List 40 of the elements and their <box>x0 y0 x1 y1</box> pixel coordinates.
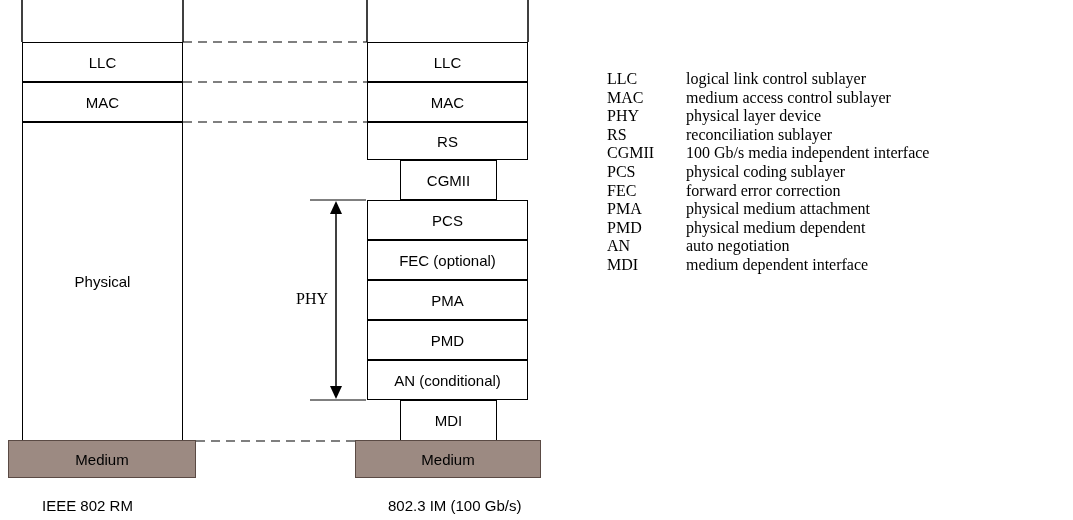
layer-box: PCS <box>367 200 528 240</box>
layer-box: MDI <box>400 400 497 441</box>
layer-box: LLC <box>22 42 183 82</box>
abbreviation: PCS <box>607 163 636 181</box>
abbreviation: PHY <box>607 107 639 126</box>
medium-block: Medium <box>355 440 541 478</box>
definition: physical medium dependent <box>686 218 866 237</box>
layer-box: FEC (optional) <box>367 240 528 280</box>
definition: forward error correction <box>686 181 841 200</box>
layer-box: LLC <box>367 42 528 82</box>
layer-box: MAC <box>367 82 528 122</box>
definition: 100 Gb/s media independent interface <box>686 144 930 163</box>
layer-box: RS <box>367 122 528 160</box>
abbreviation: LLC <box>607 70 638 88</box>
definition: reconciliation sublayer <box>686 125 833 144</box>
abbreviation: MAC <box>607 88 644 107</box>
medium-block: Medium <box>8 440 196 478</box>
abbreviation: RS <box>607 125 627 144</box>
definition: physical layer device <box>686 107 822 126</box>
layer-box: Physical <box>22 122 183 441</box>
layer-box: AN (conditional) <box>367 360 528 400</box>
definition: physical coding sublayer <box>686 163 846 181</box>
abbreviation: PMD <box>607 218 642 237</box>
stack-caption: IEEE 802 RM <box>42 497 133 514</box>
definition: physical medium attachment <box>686 200 870 219</box>
layer-box: CGMII <box>400 160 497 200</box>
abbreviation: FEC <box>607 181 637 200</box>
definition: logical link control sublayer <box>686 70 866 88</box>
abbreviation: AN <box>607 237 631 256</box>
definition: medium access control sublayer <box>686 88 891 107</box>
definition: medium dependent interface <box>686 256 869 274</box>
dimension-label: PHY <box>296 290 328 308</box>
definition: auto negotiation <box>686 237 790 256</box>
abbreviation: MDI <box>607 256 639 274</box>
layer-box: PMA <box>367 280 528 320</box>
layer-box: MAC <box>22 82 183 122</box>
layer-box: PMD <box>367 320 528 360</box>
abbreviation: PMA <box>607 200 642 219</box>
abbreviation: CGMII <box>607 144 655 163</box>
stack-caption: 802.3 IM (100 Gb/s) <box>388 497 522 514</box>
